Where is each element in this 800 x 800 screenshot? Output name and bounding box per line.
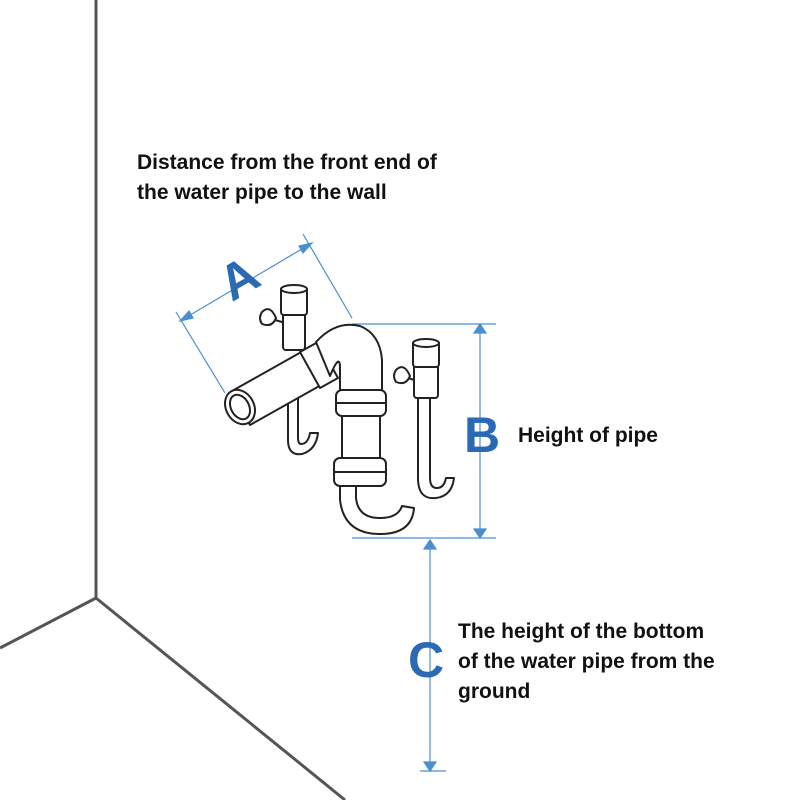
dimension-b-letter: B xyxy=(464,407,501,463)
dimension-a-description: Distance from the front end of the water… xyxy=(137,148,437,208)
dimension-a-arrow-front xyxy=(178,309,194,323)
dimension-a-extension-wall xyxy=(302,233,353,319)
drain-elbow-bend xyxy=(315,323,383,399)
dimension-b-arrow-bottom xyxy=(472,528,488,540)
right-valve-cap-top xyxy=(412,338,440,348)
dimension-c-description-line: ground xyxy=(458,680,531,703)
dimension-a-description-line: Distance from the front end of xyxy=(137,151,437,174)
left-valve-cap-top xyxy=(280,284,308,294)
right-angle-valve xyxy=(393,338,455,500)
drain-lower-trap xyxy=(339,469,415,535)
dimension-c-description-line: The height of the bottom xyxy=(458,620,705,643)
dimension-c-description-line: of the water pipe from the xyxy=(458,650,715,673)
dimension-b-description-line: Height of pipe xyxy=(518,424,658,447)
dimension-b xyxy=(352,322,496,540)
left-valve-handle xyxy=(259,308,277,327)
water-pipe-assembly xyxy=(224,284,455,535)
right-supply-hook xyxy=(417,394,455,500)
floor-right-edge xyxy=(95,596,346,800)
dimension-a-extension-front xyxy=(175,311,226,394)
floor-left-edge xyxy=(0,596,97,650)
dimension-c-arrow-bottom xyxy=(422,761,438,773)
dimension-b-arrow-top xyxy=(472,322,488,334)
dimension-c xyxy=(420,538,446,773)
right-valve-handle xyxy=(393,366,411,385)
dimension-c-arrow-top xyxy=(422,538,438,550)
wall-corner xyxy=(0,0,346,800)
dimension-a-description-line: the water pipe to the wall xyxy=(137,181,387,204)
drain-coupling-nut xyxy=(299,341,339,389)
left-supply-hook xyxy=(287,384,319,456)
left-angle-valve xyxy=(259,284,319,456)
dimension-c-letter: C xyxy=(408,632,445,688)
drain-pipe-front-inner xyxy=(228,393,252,421)
dimension-c-description: The height of the bottom of the water pi… xyxy=(458,617,715,707)
dimension-a-arrow-wall xyxy=(298,241,314,255)
dimension-a-line xyxy=(179,242,313,322)
dimension-a xyxy=(175,233,353,394)
dimension-b-description: Height of pipe xyxy=(518,421,658,451)
